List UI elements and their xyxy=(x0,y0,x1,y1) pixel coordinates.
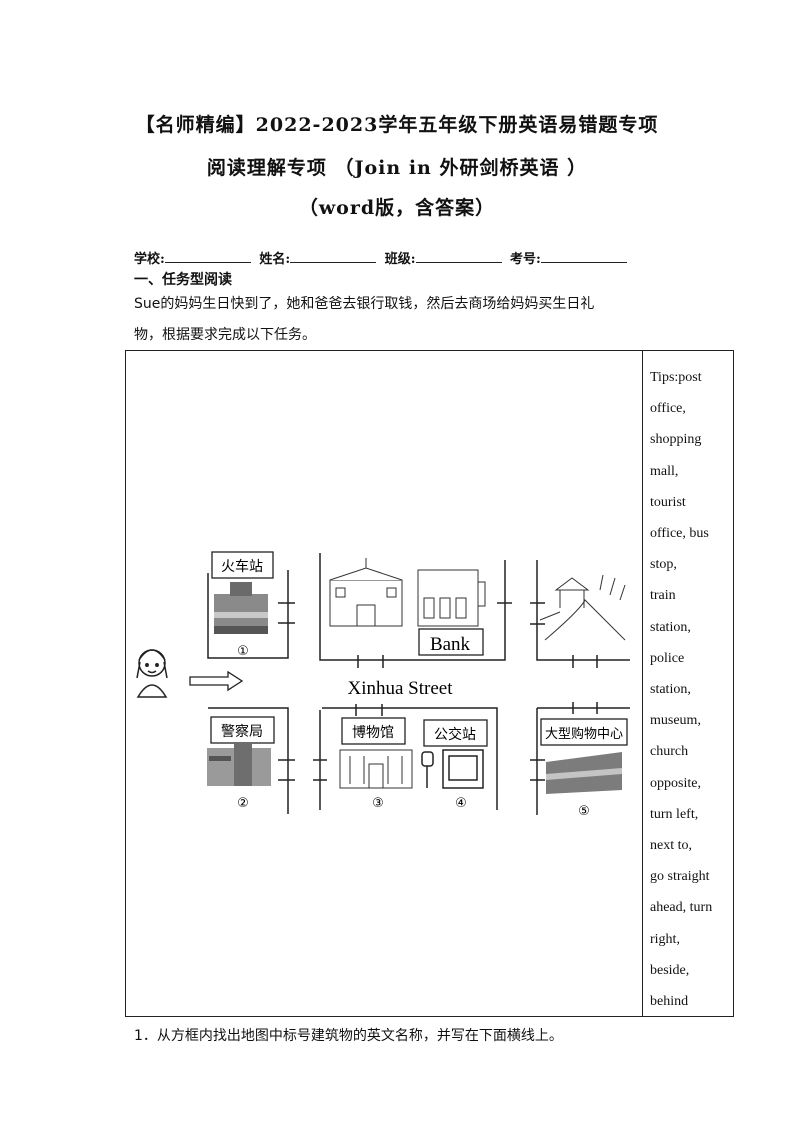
tips-item: turn left, xyxy=(650,806,699,822)
tips-item: office, bus xyxy=(650,526,709,542)
tips-item: station, xyxy=(650,619,691,635)
tips-item: Tips:post xyxy=(650,370,702,385)
tips-item: stop, xyxy=(650,557,677,573)
tips-item: shopping xyxy=(650,432,702,448)
tips-item: right, xyxy=(650,931,680,947)
question-1: 1．从方框内找出地图中标号建筑物的英文名称，并写在下面横线上。 xyxy=(134,1028,563,1044)
tips-item: station, xyxy=(650,682,691,698)
tips-item: next to, xyxy=(650,838,692,854)
tips-item: office, xyxy=(650,401,686,417)
tips-item: ahead, turn xyxy=(650,900,713,916)
tips-item: museum, xyxy=(650,713,701,729)
school-label: 学校: xyxy=(134,252,165,267)
school-blank[interactable] xyxy=(164,250,251,263)
title-line-3: （word版，含答案） xyxy=(298,197,496,219)
class-label: 班级: xyxy=(384,252,416,267)
tips-list: Tips:post office, shopping mall, tourist… xyxy=(650,362,730,1017)
tips-item: go straight xyxy=(650,869,710,885)
title-line-2: 阅读理解专项 （Join in 外研剑桥英语 ） xyxy=(206,157,588,179)
class-blank[interactable] xyxy=(415,250,502,263)
tips-item: opposite, xyxy=(650,775,701,791)
task-box xyxy=(125,350,734,1017)
tips-item: beside, xyxy=(650,962,690,978)
tips-item: behind xyxy=(650,994,689,1010)
intro-line-2: 物，根据要求完成以下任务。 xyxy=(134,327,316,343)
title-line-1: 【名师精编】2022-2023学年五年级下册英语易错题专项 xyxy=(135,114,659,136)
section-title: 一、任务型阅读 xyxy=(134,272,232,288)
tips-item: church xyxy=(650,744,689,760)
tips-item: train xyxy=(650,588,676,604)
intro-line-1: Sue的妈妈生日快到了，她和爸爸去银行取钱，然后去商场给妈妈买生日礼 xyxy=(134,296,595,312)
tips-item: mall, xyxy=(650,463,679,479)
name-blank[interactable] xyxy=(290,250,377,263)
exam-no-blank[interactable] xyxy=(540,250,627,263)
exam-no-label: 考号: xyxy=(510,252,541,267)
box-divider xyxy=(642,350,643,1017)
tips-item: police xyxy=(650,650,685,666)
student-info-row: 学校: 姓名: 班级: 考号: xyxy=(134,248,631,267)
name-label: 姓名: xyxy=(259,252,291,267)
tips-item: tourist xyxy=(650,494,686,510)
